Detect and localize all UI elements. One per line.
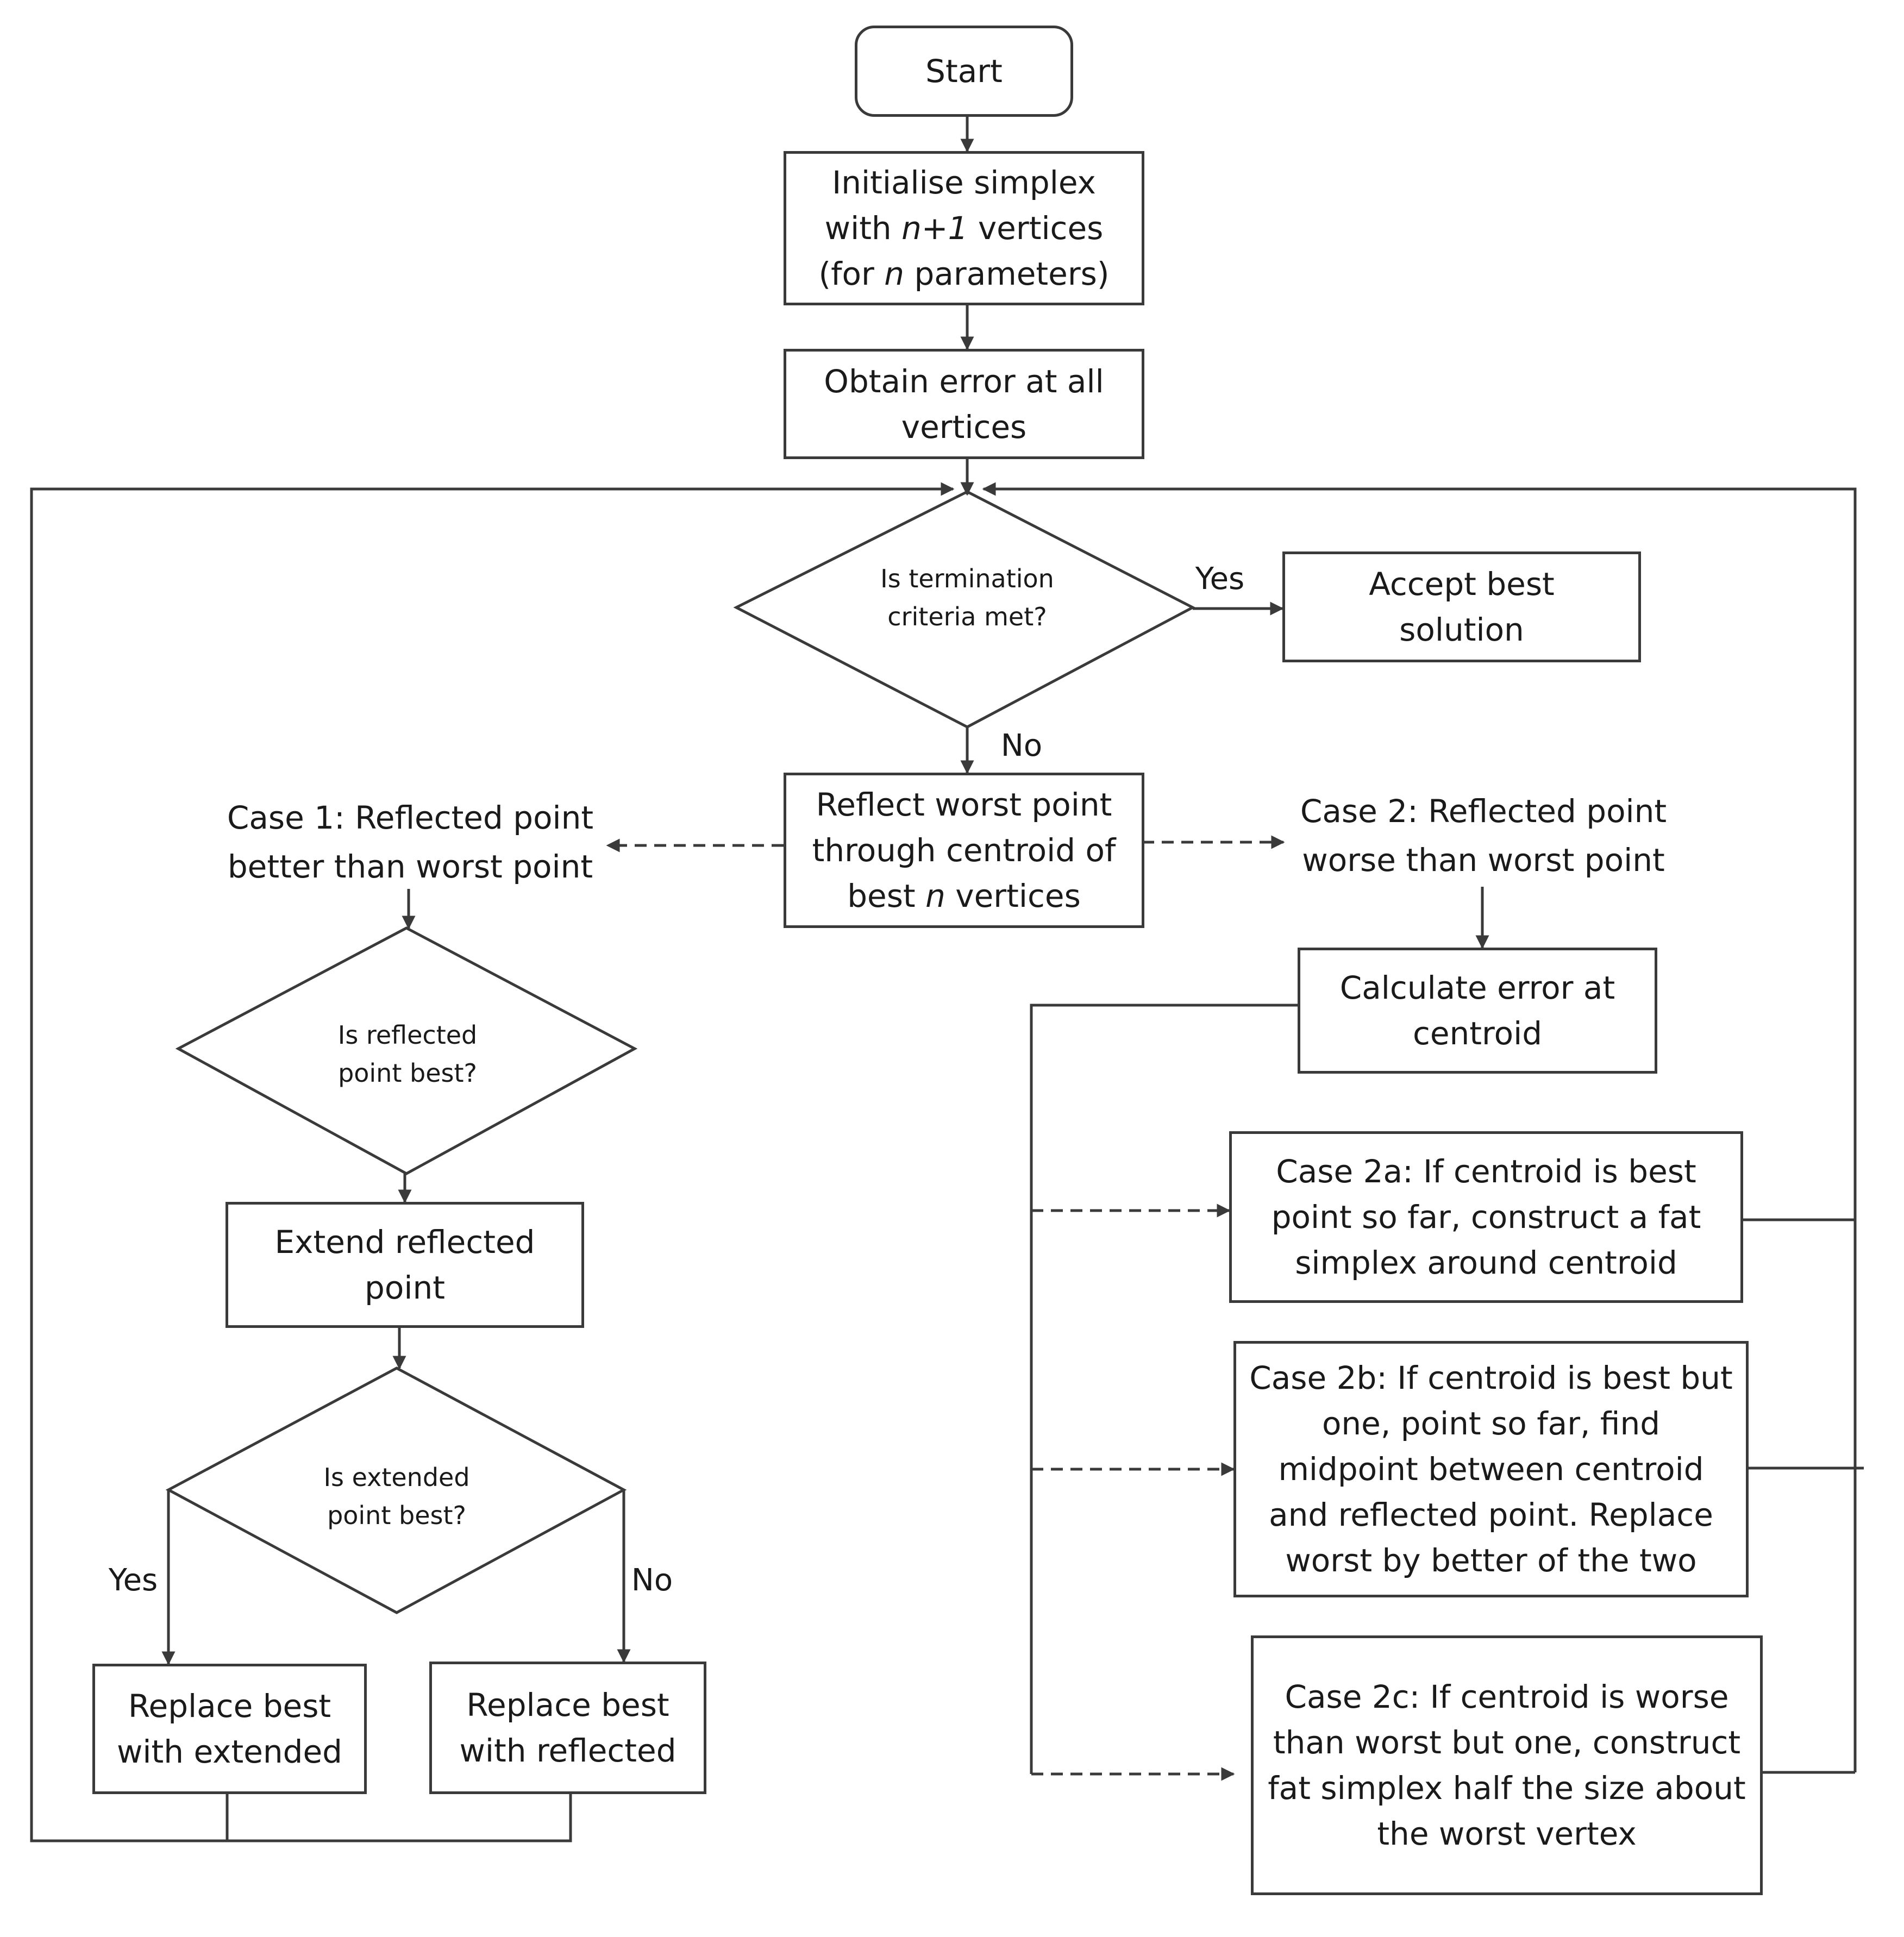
accept-line-1: Accept best xyxy=(1369,566,1555,603)
replace-reflected-box: Replace best with reflected xyxy=(429,1662,706,1794)
extended-best-decision-shape xyxy=(165,1366,627,1614)
loop-left-feedback xyxy=(226,1794,572,1842)
extended-best-question: Is extended point best? xyxy=(283,1453,511,1540)
replace-extended-line-1: Replace best xyxy=(128,1688,331,1725)
reflect-line-3-var: n xyxy=(925,877,945,914)
case2b-line-2: one, point so far, find xyxy=(1321,1405,1661,1442)
case1-line-1: Case 1: Reflected point xyxy=(227,799,594,836)
init-line-2b: vertices xyxy=(968,210,1104,247)
termination-no-label: No xyxy=(1000,728,1043,763)
extend-reflected-box: Extend reflected point xyxy=(226,1202,584,1328)
calc-line-1: Calculate error at xyxy=(1339,969,1615,1006)
reflected-best-decision-shape xyxy=(175,926,638,1175)
init-line-3b: parameters) xyxy=(904,255,1110,292)
start-label: Start xyxy=(925,53,1003,90)
calc-line-2: centroid xyxy=(1412,1015,1543,1052)
init-line-3a: (for xyxy=(818,255,885,292)
init-line-2a: with xyxy=(824,210,902,247)
case2-line-1: Case 2: Reflected point xyxy=(1300,793,1667,830)
reflect-line-3a: best xyxy=(847,877,926,914)
connector-calc-to-cases xyxy=(1030,1004,1298,1774)
case1-line-2: better than worst point xyxy=(227,848,593,885)
case2a-line-1: Case 2a: If centroid is best xyxy=(1276,1153,1696,1190)
termination-yes-label: Yes xyxy=(1195,561,1245,597)
extend-line-2: point xyxy=(365,1269,445,1306)
accept-solution-box: Accept best solution xyxy=(1282,551,1641,662)
case2b-line-1: Case 2b: If centroid is best but xyxy=(1249,1359,1733,1396)
obtain-line-1: Obtain error at all xyxy=(824,362,1104,400)
reflected-best-line-2: point best? xyxy=(338,1058,477,1088)
case2a-line-3: simplex around centroid xyxy=(1295,1244,1677,1281)
case2b-line-3: midpoint between centroid xyxy=(1278,1451,1704,1488)
reflected-best-question: Is reflected point best? xyxy=(293,1011,522,1098)
loop-left-return xyxy=(30,482,955,1842)
replace-extended-box: Replace best with extended xyxy=(92,1664,367,1794)
case2b-line-4: and reflected point. Replace xyxy=(1269,1496,1713,1533)
case2a-line-2: point so far, construct a fat xyxy=(1271,1199,1701,1236)
obtain-line-2: vertices xyxy=(901,408,1027,446)
replace-reflected-line-2: with reflected xyxy=(459,1732,677,1769)
extended-no-label: No xyxy=(631,1562,673,1598)
case1-label: Case 1: Reflected point better than wors… xyxy=(215,793,606,891)
case2c-line-2: than worst but one, construct xyxy=(1273,1724,1741,1761)
reflected-best-line-1: Is reflected xyxy=(337,1020,478,1050)
case2a-box: Case 2a: If centroid is best point so fa… xyxy=(1229,1131,1743,1303)
case2-line-2: worse than worst point xyxy=(1302,842,1665,879)
init-line-1: Initialise simplex xyxy=(832,164,1096,201)
termination-line-1: Is termination xyxy=(880,564,1054,593)
accept-line-2: solution xyxy=(1399,611,1524,648)
case2c-line-1: Case 2c: If centroid is worse xyxy=(1285,1678,1729,1715)
termination-line-2: criteria met? xyxy=(887,602,1047,631)
start-terminal: Start xyxy=(855,26,1073,117)
init-simplex-box: Initialise simplex with n+1 vertices (fo… xyxy=(784,151,1144,305)
reflect-line-3b: vertices xyxy=(945,877,1081,914)
calculate-centroid-box: Calculate error at centroid xyxy=(1298,948,1657,1074)
extended-yes-label: Yes xyxy=(108,1562,158,1598)
reflect-line-1: Reflect worst point xyxy=(816,786,1112,823)
obtain-error-box: Obtain error at all vertices xyxy=(784,349,1144,459)
loop-right-return xyxy=(982,482,1857,1772)
case2-label: Case 2: Reflected point worse than worst… xyxy=(1288,787,1679,885)
init-line-2-var: n+1 xyxy=(901,210,968,247)
case2b-box: Case 2b: If centroid is best but one, po… xyxy=(1233,1341,1749,1597)
reflect-worst-box: Reflect worst point through centroid of … xyxy=(784,773,1144,928)
case2c-line-4: the worst vertex xyxy=(1377,1815,1637,1852)
extended-best-line-2: point best? xyxy=(327,1501,466,1530)
replace-extended-line-2: with extended xyxy=(117,1733,342,1770)
case2c-line-3: fat simplex half the size about xyxy=(1268,1770,1746,1807)
reflect-line-2: through centroid of xyxy=(812,832,1116,869)
init-line-3-var: n xyxy=(884,255,905,292)
extend-line-1: Extend reflected xyxy=(274,1224,535,1261)
replace-reflected-line-1: Replace best xyxy=(466,1687,669,1723)
case2c-box: Case 2c: If centroid is worse than worst… xyxy=(1251,1635,1763,1895)
termination-question: Is termination criteria met? xyxy=(848,554,1087,641)
extended-best-line-1: Is extended xyxy=(323,1463,470,1492)
case2b-line-5: worst by better of the two xyxy=(1285,1542,1697,1579)
